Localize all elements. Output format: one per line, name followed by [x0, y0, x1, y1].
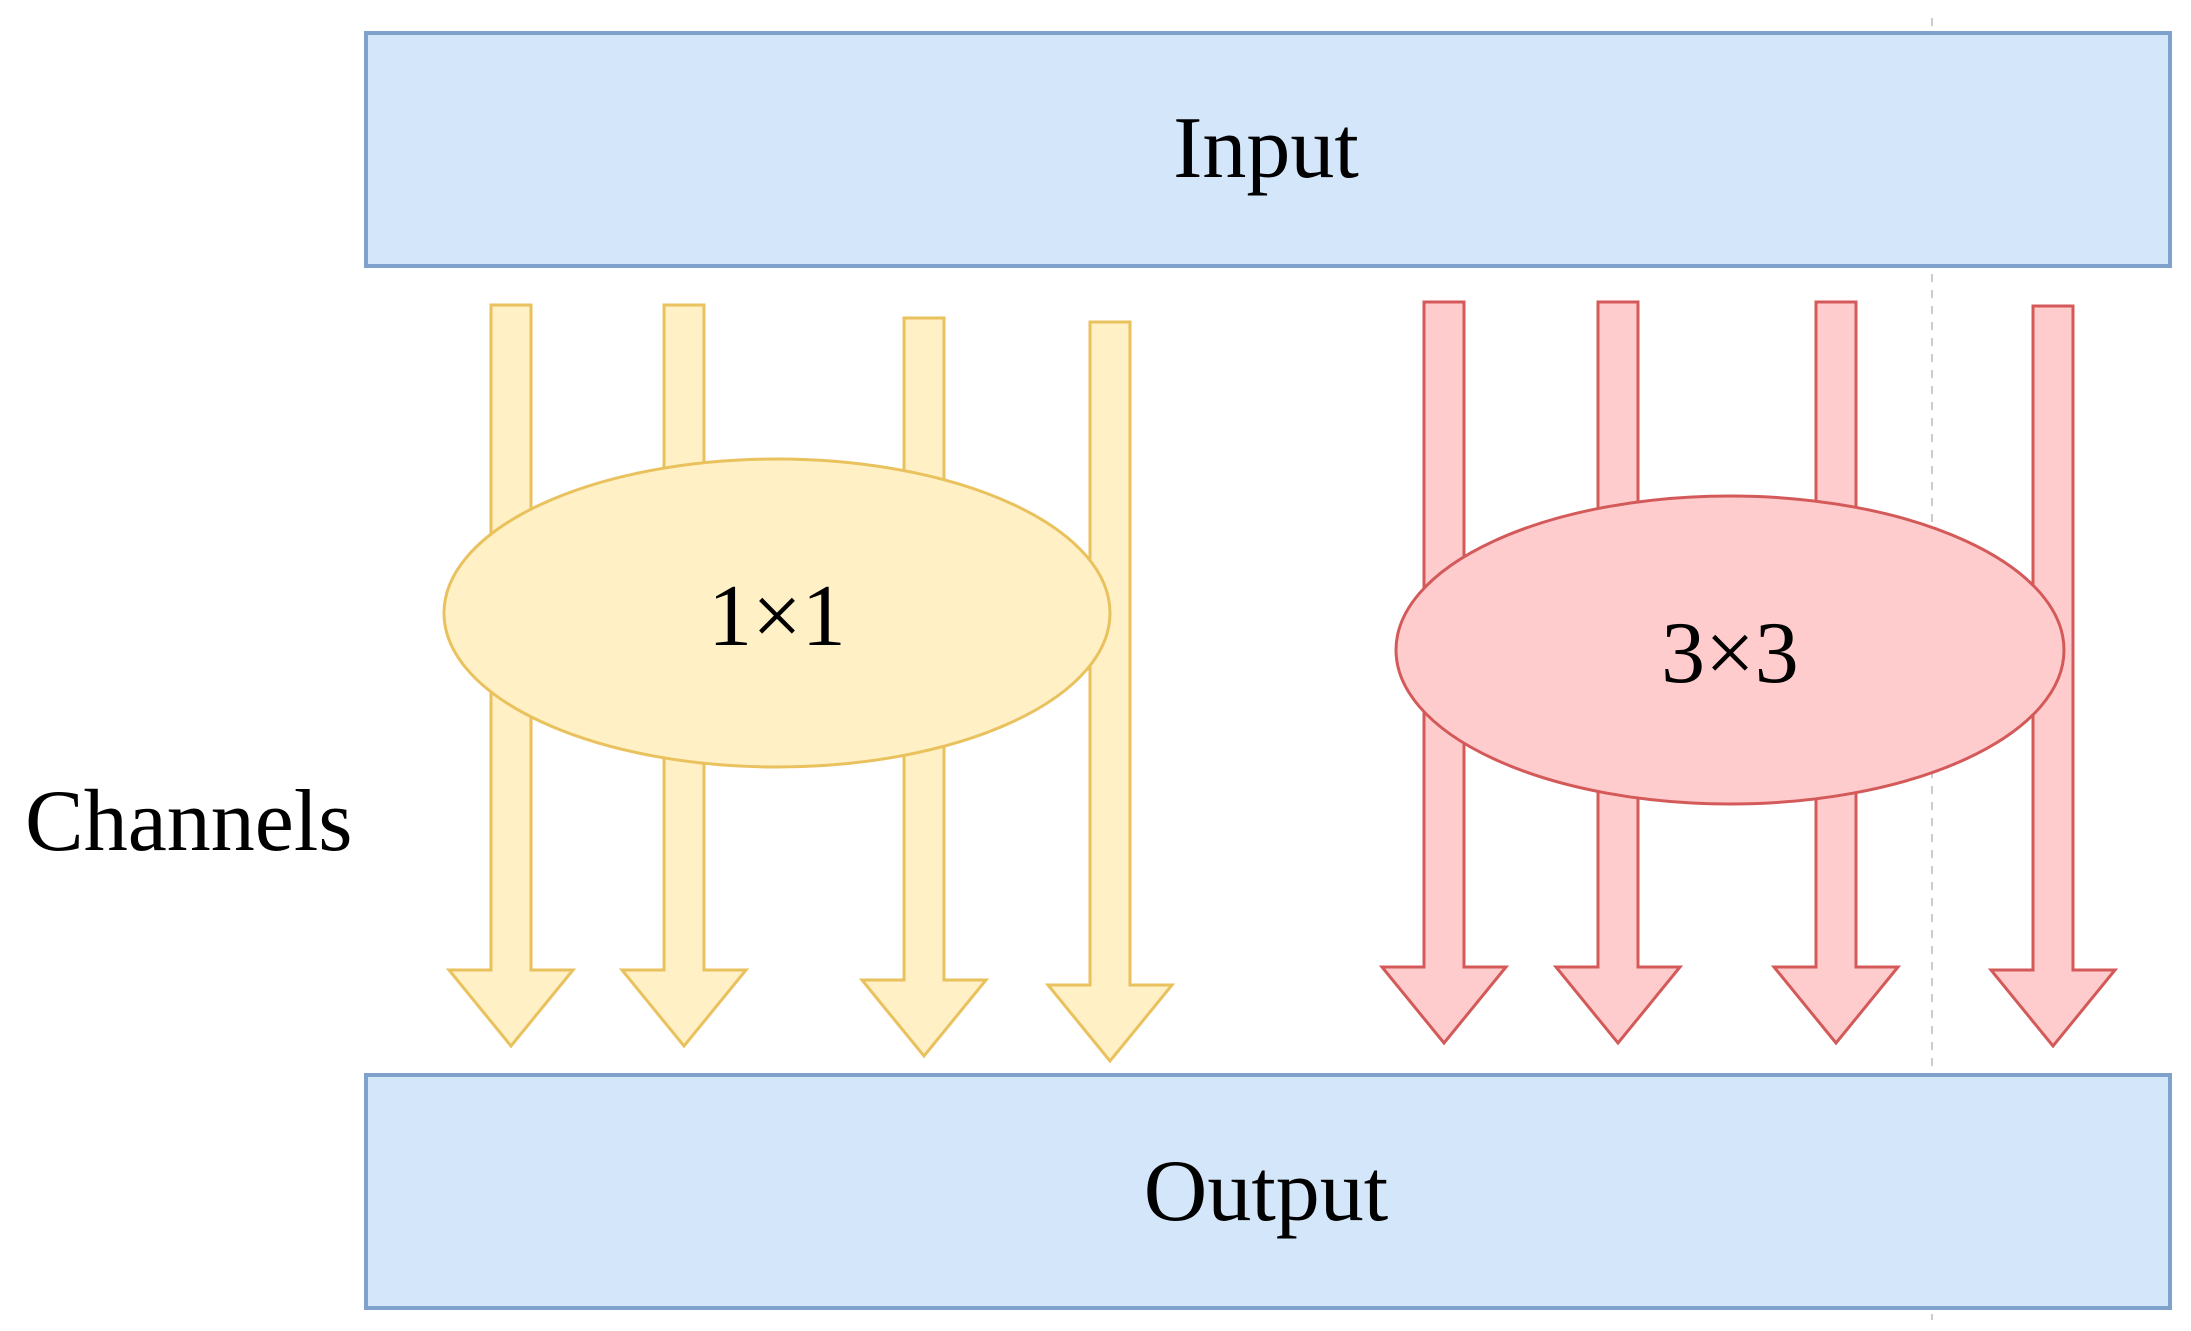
input-box — [364, 31, 2172, 268]
output-block: Output — [364, 1073, 2172, 1310]
input-block: Input — [364, 31, 2172, 268]
input-label: Input — [1173, 100, 1359, 197]
output-box — [364, 1073, 2172, 1310]
kernel-3x3-ellipse — [1394, 494, 2066, 806]
kernel-3x3-label: 3×3 — [1661, 605, 1799, 702]
channel-arrow-down-icon — [1044, 320, 1176, 1064]
kernel-3x3: 3×3 — [1394, 494, 2066, 806]
channels-label: Channels — [25, 773, 353, 870]
kernel-1x1-label: 1×1 — [708, 568, 846, 665]
kernel-1x1-ellipse — [442, 457, 1112, 769]
kernel-1x1: 1×1 — [442, 457, 1112, 769]
output-label: Output — [1144, 1143, 1388, 1240]
